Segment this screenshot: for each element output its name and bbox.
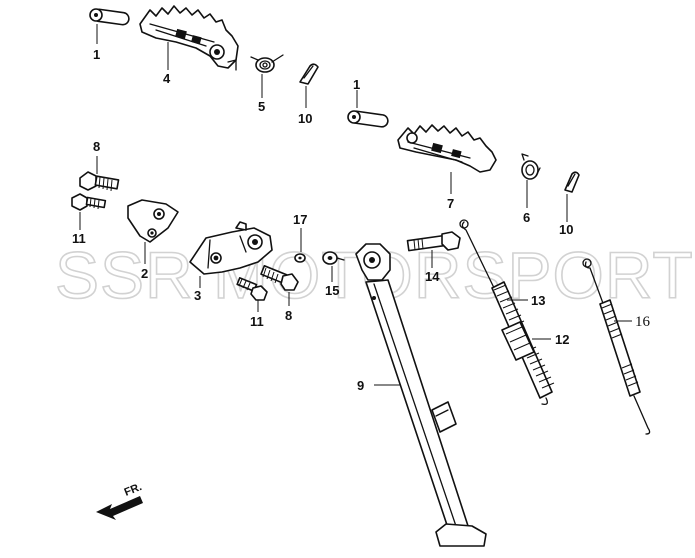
callout-17: 17: [293, 212, 307, 227]
callout-5: 5: [258, 99, 265, 114]
footpeg-left: [139, 5, 239, 71]
spring-cover: [501, 321, 535, 361]
callout-10-upper: 10: [298, 111, 312, 126]
washer: [294, 253, 306, 263]
callout-8-middle: 8: [285, 308, 292, 323]
callout-11-middle: 11: [250, 314, 264, 329]
bolt-small-left: [71, 193, 107, 211]
cotter-pin-right: [564, 171, 580, 193]
spring-left: [250, 54, 284, 73]
side-stand: [355, 243, 487, 547]
front-direction-arrow: FR.: [96, 481, 144, 520]
mounting-plate: [127, 199, 179, 243]
callout-11-left: 11: [72, 231, 86, 246]
callout-16: 16: [635, 314, 651, 330]
callout-1-upper-left: 1: [93, 47, 100, 62]
callout-4: 4: [163, 71, 171, 86]
leader-lines: [79, 24, 632, 386]
cotter-pin-left: [299, 63, 319, 85]
callout-15: 15: [325, 283, 339, 298]
callout-3: 3: [194, 288, 201, 303]
callout-10-right: 10: [559, 222, 573, 237]
callout-numbers: 1 4 5 10 1 7 6 10 8 11 2 3 11 8 17 15 14…: [72, 47, 651, 393]
callout-9: 9: [357, 378, 364, 393]
footpeg-pin-left: [89, 8, 130, 26]
footpeg-right: [397, 124, 497, 173]
callout-6: 6: [523, 210, 530, 225]
footpeg-pin-right: [347, 110, 389, 128]
pivot-bolt: [406, 231, 461, 252]
collar: [322, 251, 345, 265]
bolt-upper-left: [79, 171, 120, 192]
callout-12: 12: [555, 332, 569, 347]
callout-13: 13: [531, 293, 545, 308]
callout-2: 2: [141, 266, 148, 281]
spring-long-right: [582, 258, 651, 435]
callout-1-upper-right: 1: [353, 77, 360, 92]
callout-7: 7: [447, 196, 454, 211]
callout-8-left: 8: [93, 139, 100, 154]
stand-bracket: [189, 221, 273, 275]
spring-right: [521, 153, 541, 180]
bolt-small-middle: [236, 277, 268, 301]
callout-14: 14: [425, 269, 440, 284]
bolt-middle: [260, 264, 299, 291]
front-direction-label: FR.: [123, 481, 144, 499]
